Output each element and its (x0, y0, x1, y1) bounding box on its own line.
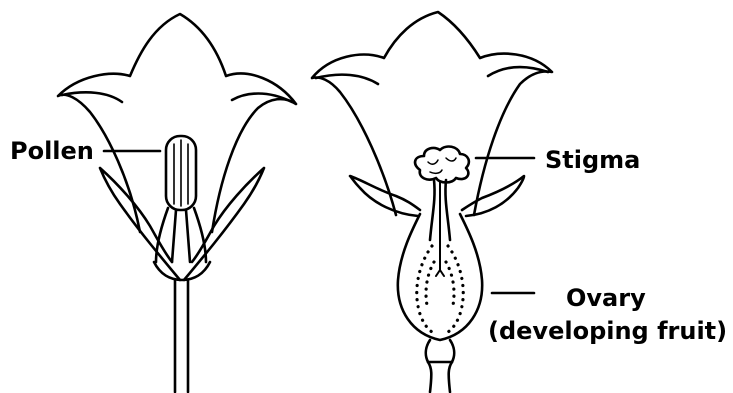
right-sepal-right (462, 176, 524, 216)
left-corolla (58, 14, 296, 232)
ovules-right-inner (446, 262, 454, 310)
developing-fruit-label: (developing fruit) (488, 318, 727, 344)
right-corolla (312, 12, 552, 215)
left-petal-inner-right (232, 94, 292, 103)
ovary-label: Ovary (566, 285, 646, 311)
stigma-texture (428, 158, 456, 173)
pollen-label: Pollen (10, 138, 94, 164)
ovules-left-inner (426, 262, 434, 310)
left-sepal-left (100, 168, 180, 280)
right-stem (426, 340, 454, 392)
left-stem (175, 280, 188, 392)
left-receptacle (154, 262, 210, 280)
pollen-tube (436, 182, 444, 276)
ovules-left (417, 246, 432, 332)
pollen-anther-lines (174, 140, 188, 206)
ovules-right (448, 246, 463, 332)
left-flower (58, 14, 296, 392)
stigma-label: Stigma (545, 147, 640, 173)
stigma-shape (415, 147, 469, 183)
